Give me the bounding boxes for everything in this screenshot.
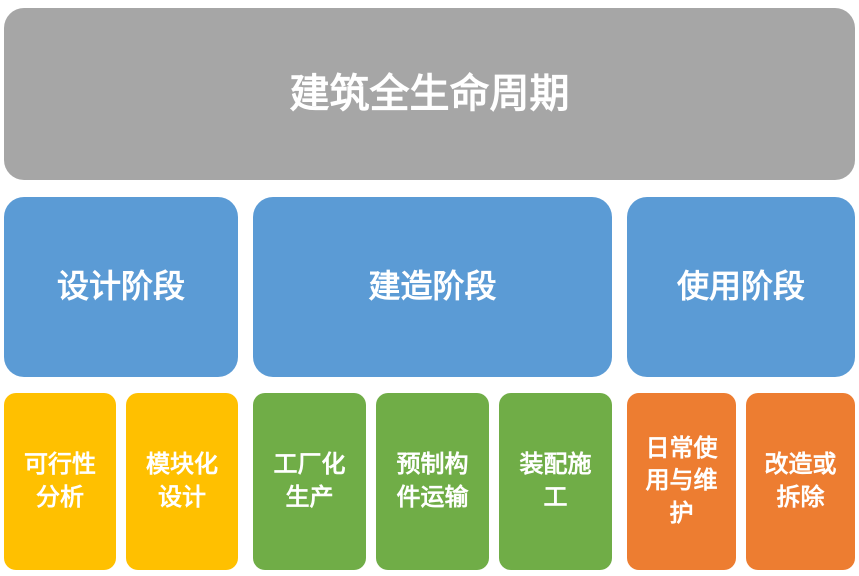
stage-label-feasibility-analysis: 可行性分析 xyxy=(24,451,96,511)
phase-box-construction: 建造阶段 xyxy=(253,197,612,377)
usage-stage-row: 日常使用与维护 改造或拆除 xyxy=(627,393,855,570)
stage-box-modular-design: 模块化设计 xyxy=(126,393,238,570)
phase-box-usage: 使用阶段 xyxy=(627,197,855,377)
stage-label-daily-use-maintenance: 日常使用与维护 xyxy=(645,434,718,527)
stage-box-factory-production: 工厂化生产 xyxy=(253,393,366,570)
stage-label-renovation-or-demolition: 改造或拆除 xyxy=(764,451,837,511)
stage-label-modular-design: 模块化设计 xyxy=(146,451,218,511)
phase-label-design: 设计阶段 xyxy=(56,268,185,305)
root-box-lifecycle: 建筑全生命周期 xyxy=(4,8,855,180)
stage-box-prefab-component-transport: 预制构件运输 xyxy=(376,393,489,570)
stage-box-renovation-or-demolition: 改造或拆除 xyxy=(746,393,855,570)
stage-label-factory-production: 工厂化生产 xyxy=(273,451,346,511)
phase-label-usage: 使用阶段 xyxy=(676,268,805,305)
stage-box-feasibility-analysis: 可行性分析 xyxy=(4,393,116,570)
usage-phase-column: 使用阶段 日常使用与维护 改造或拆除 xyxy=(627,197,855,570)
stage-box-daily-use-maintenance: 日常使用与维护 xyxy=(627,393,736,570)
phase-columns: 设计阶段 可行性分析 模块化设计 建造阶段 工厂化生产 预制构件运输 xyxy=(4,197,855,570)
phase-label-construction: 建造阶段 xyxy=(368,268,497,305)
stage-label-prefab-component-transport: 预制构件运输 xyxy=(396,451,469,511)
stage-label-assembly-construction: 装配施工 xyxy=(519,451,592,511)
diagram-title: 建筑全生命周期 xyxy=(289,72,570,116)
phase-box-design: 设计阶段 xyxy=(4,197,238,377)
design-phase-column: 设计阶段 可行性分析 模块化设计 xyxy=(4,197,238,570)
stage-box-assembly-construction: 装配施工 xyxy=(499,393,612,570)
construction-phase-column: 建造阶段 工厂化生产 预制构件运输 装配施工 xyxy=(253,197,612,570)
design-stage-row: 可行性分析 模块化设计 xyxy=(4,393,238,570)
construction-stage-row: 工厂化生产 预制构件运输 装配施工 xyxy=(253,393,612,570)
